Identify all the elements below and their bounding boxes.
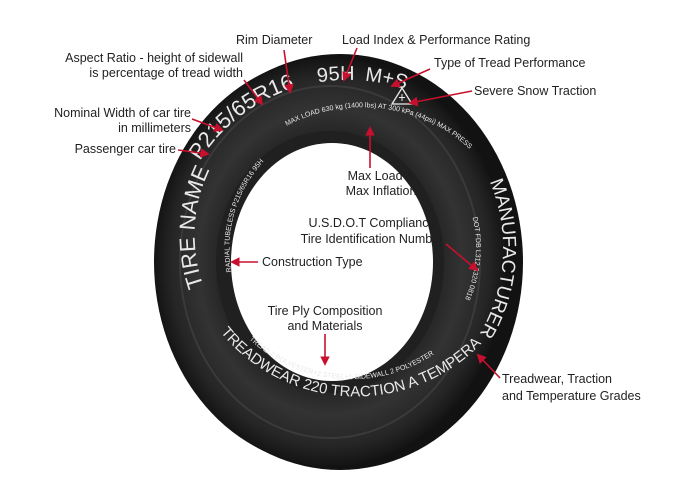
arrow-rim-diameter — [283, 49, 294, 94]
label-dot-2: Tire Identification Number — [301, 232, 444, 246]
label-tread-type: Type of Tread Performance — [434, 56, 586, 70]
label-aspect-ratio-2: is percentage of tread width — [89, 66, 243, 80]
arrow-passenger — [177, 148, 210, 158]
label-nominal-width-1: Nominal Width of car tire — [54, 106, 191, 120]
arrow-utqg — [476, 353, 501, 379]
label-passenger: Passenger car tire — [75, 142, 176, 156]
snowflake-mountain-icon — [390, 86, 414, 105]
label-load-index: Load Index & Performance Rating — [342, 33, 530, 47]
label-aspect-ratio-1: Aspect Ratio - height of sidewall — [65, 51, 243, 65]
label-dot-1: U.S.D.O.T Compliance — [309, 216, 436, 230]
callout-arrows — [177, 47, 501, 379]
label-snow: Severe Snow Traction — [474, 84, 596, 98]
label-utqg-2: and Temperature Grades — [502, 389, 641, 403]
label-max-load-1: Max Load & — [348, 169, 415, 183]
label-rim-diameter: Rim Diameter — [236, 33, 312, 47]
label-construction: Construction Type — [262, 255, 363, 269]
label-ply-1: Tire Ply Composition — [268, 304, 383, 318]
arrow-load-index — [342, 47, 358, 82]
sidewall-ring — [179, 85, 481, 439]
arrow-tread-type — [390, 68, 431, 88]
arrow-dot — [445, 243, 479, 272]
label-nominal-width-2: in millimeters — [118, 121, 191, 135]
arrow-nominal-width — [191, 118, 224, 132]
rim-hole — [231, 143, 433, 381]
arrow-aspect-ratio — [243, 79, 264, 106]
label-utqg-1: Treadwear, Traction — [502, 372, 612, 386]
arrow-snow — [408, 90, 473, 107]
label-max-load-2: Max Inflation — [346, 184, 417, 198]
label-ply-2: and Materials — [287, 319, 362, 333]
